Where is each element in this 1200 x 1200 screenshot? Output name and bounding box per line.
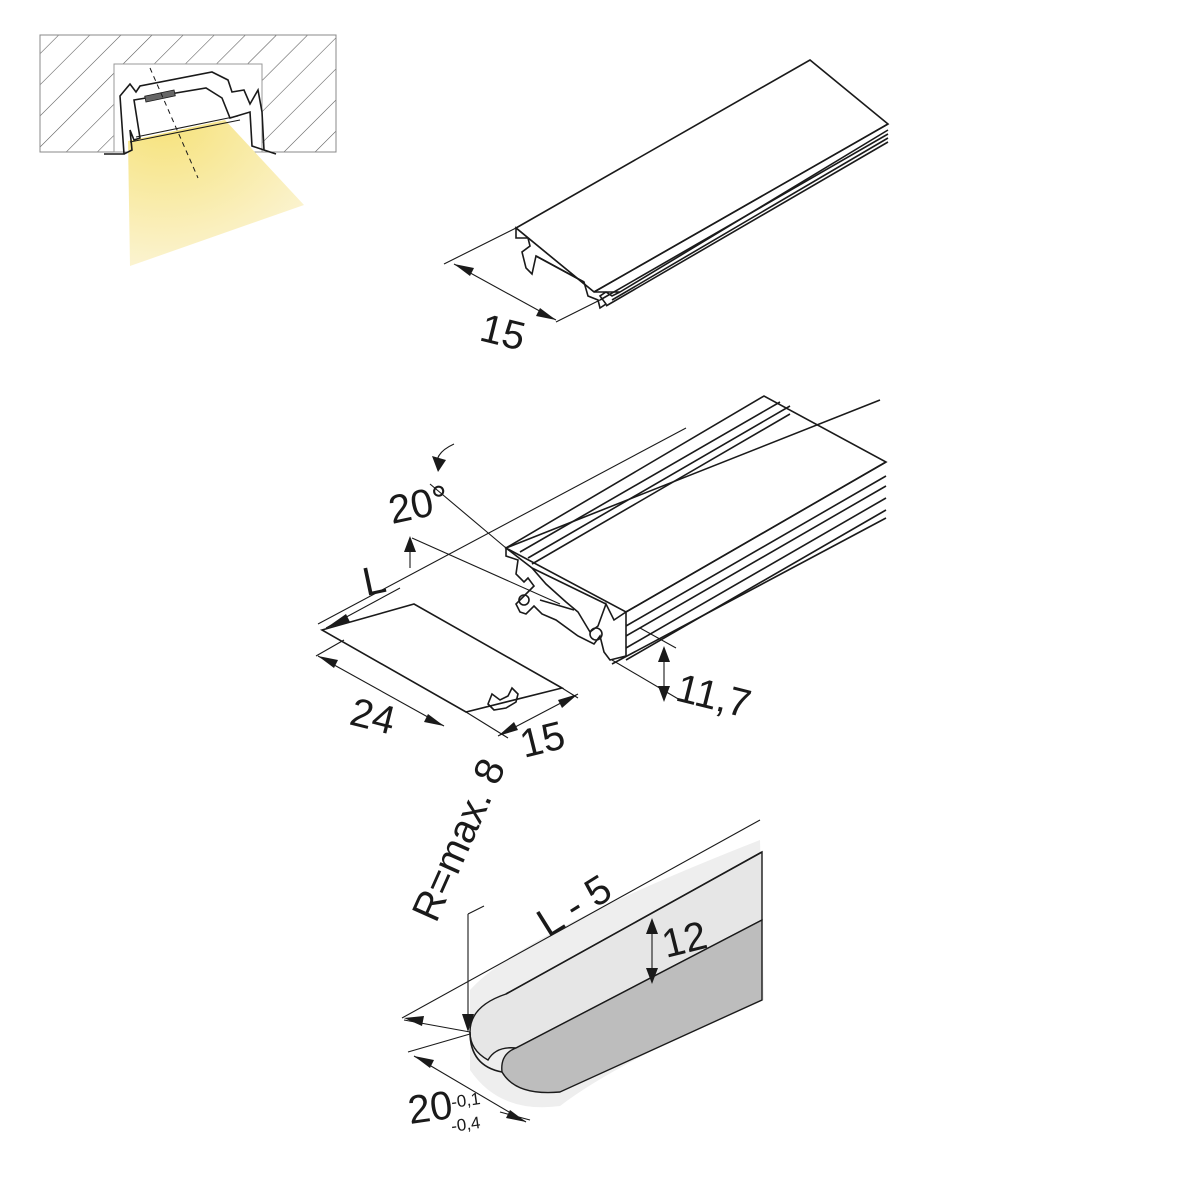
led-strip — [144, 89, 176, 103]
cap-width-dimension: 15 — [465, 687, 579, 767]
depth-dimension: 12 — [646, 913, 711, 984]
cover-width-dimension: 15 — [443, 227, 601, 359]
cover-width-label: 15 — [476, 306, 530, 359]
section-thumbnail — [39, 34, 337, 266]
light-beam — [128, 120, 304, 266]
profile-drawing — [504, 395, 888, 665]
recess-drawing — [469, 840, 764, 1108]
radius-label: R=max. 8 — [404, 752, 514, 927]
height-label: 11,7 — [672, 666, 755, 727]
width-label: 20 — [405, 1083, 455, 1133]
width-dimension: 20 -0,1 -0,4 — [405, 1033, 531, 1136]
angle-label: 20° — [385, 477, 453, 533]
length-label: L — [359, 557, 390, 605]
tolerance-lower: -0,4 — [450, 1113, 482, 1136]
cover-strip-drawing — [514, 59, 890, 310]
recess-floor — [501, 918, 763, 1094]
recess-wall — [469, 850, 763, 1061]
tolerance-upper: -0,1 — [450, 1089, 482, 1112]
cap-length-label: 24 — [346, 690, 400, 743]
depth-label: 12 — [658, 913, 712, 966]
cap-length-dimension: 24 — [315, 639, 445, 743]
axis-line — [149, 67, 199, 179]
cap-width-label: 15 — [516, 713, 570, 766]
